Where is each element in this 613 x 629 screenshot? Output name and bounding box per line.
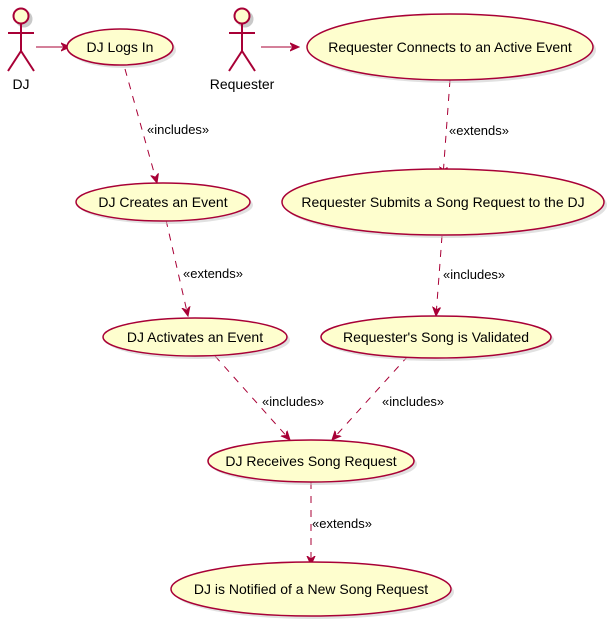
relation-label-activate-receive: «includes» (262, 394, 324, 409)
usecase-requester-connects-label: Requester Connects to an Active Event (328, 39, 572, 55)
usecase-dj-creates-event: DJ Creates an Event (75, 182, 253, 224)
relation-label-create-activate: «extends» (183, 266, 243, 281)
actor-requester: Requester (210, 7, 275, 92)
edge-validate-to-receive (332, 355, 409, 440)
edge-submit-to-validate (436, 235, 443, 316)
usecase-dj-receives-request-label: DJ Receives Song Request (225, 453, 396, 469)
usecase-dj-notified: DJ is Notified of a New Song Request (170, 561, 454, 619)
usecase-dj-receives-request: DJ Receives Song Request (207, 439, 417, 485)
relation-label-receive-notify: «extends» (312, 516, 372, 531)
actor-requester-label: Requester (210, 76, 275, 92)
usecase-requester-submits: Requester Submits a Song Request to the … (281, 168, 607, 238)
usecase-dj-logs-in-label: DJ Logs In (87, 39, 154, 55)
relation-label-submit-validate: «includes» (443, 267, 505, 282)
actor-dj-label: DJ (12, 76, 29, 92)
actor-dj: DJ (7, 7, 35, 92)
usecase-requester-submits-label: Requester Submits a Song Request to the … (301, 194, 584, 210)
usecase-dj-activates-event: DJ Activates an Event (102, 317, 290, 359)
usecase-requester-connects: Requester Connects to an Active Event (306, 13, 596, 83)
actor-requester-figure (228, 7, 256, 72)
edge-login-to-create (124, 68, 157, 183)
usecase-dj-creates-event-label: DJ Creates an Event (98, 194, 227, 210)
relation-label-login-create: «includes» (147, 122, 209, 137)
usecase-dj-logs-in: DJ Logs In (66, 28, 176, 68)
edges (36, 47, 451, 565)
usecase-song-validated: Requester's Song is Validated (320, 315, 554, 361)
actor-dj-figure (7, 7, 35, 72)
usecase-dj-notified-label: DJ is Notified of a New Song Request (194, 581, 428, 597)
relation-label-validate-receive: «includes» (382, 394, 444, 409)
edge-create-to-activate (165, 219, 188, 316)
usecase-song-validated-label: Requester's Song is Validated (343, 329, 529, 345)
usecase-dj-activates-event-label: DJ Activates an Event (127, 329, 263, 345)
edge-activate-to-receive (214, 355, 290, 440)
edge-connect-to-submit (443, 79, 451, 176)
relation-label-connect-submit: «extends» (449, 123, 509, 138)
relation-labels: «includes» «extends» «includes» «extends… (147, 122, 509, 531)
